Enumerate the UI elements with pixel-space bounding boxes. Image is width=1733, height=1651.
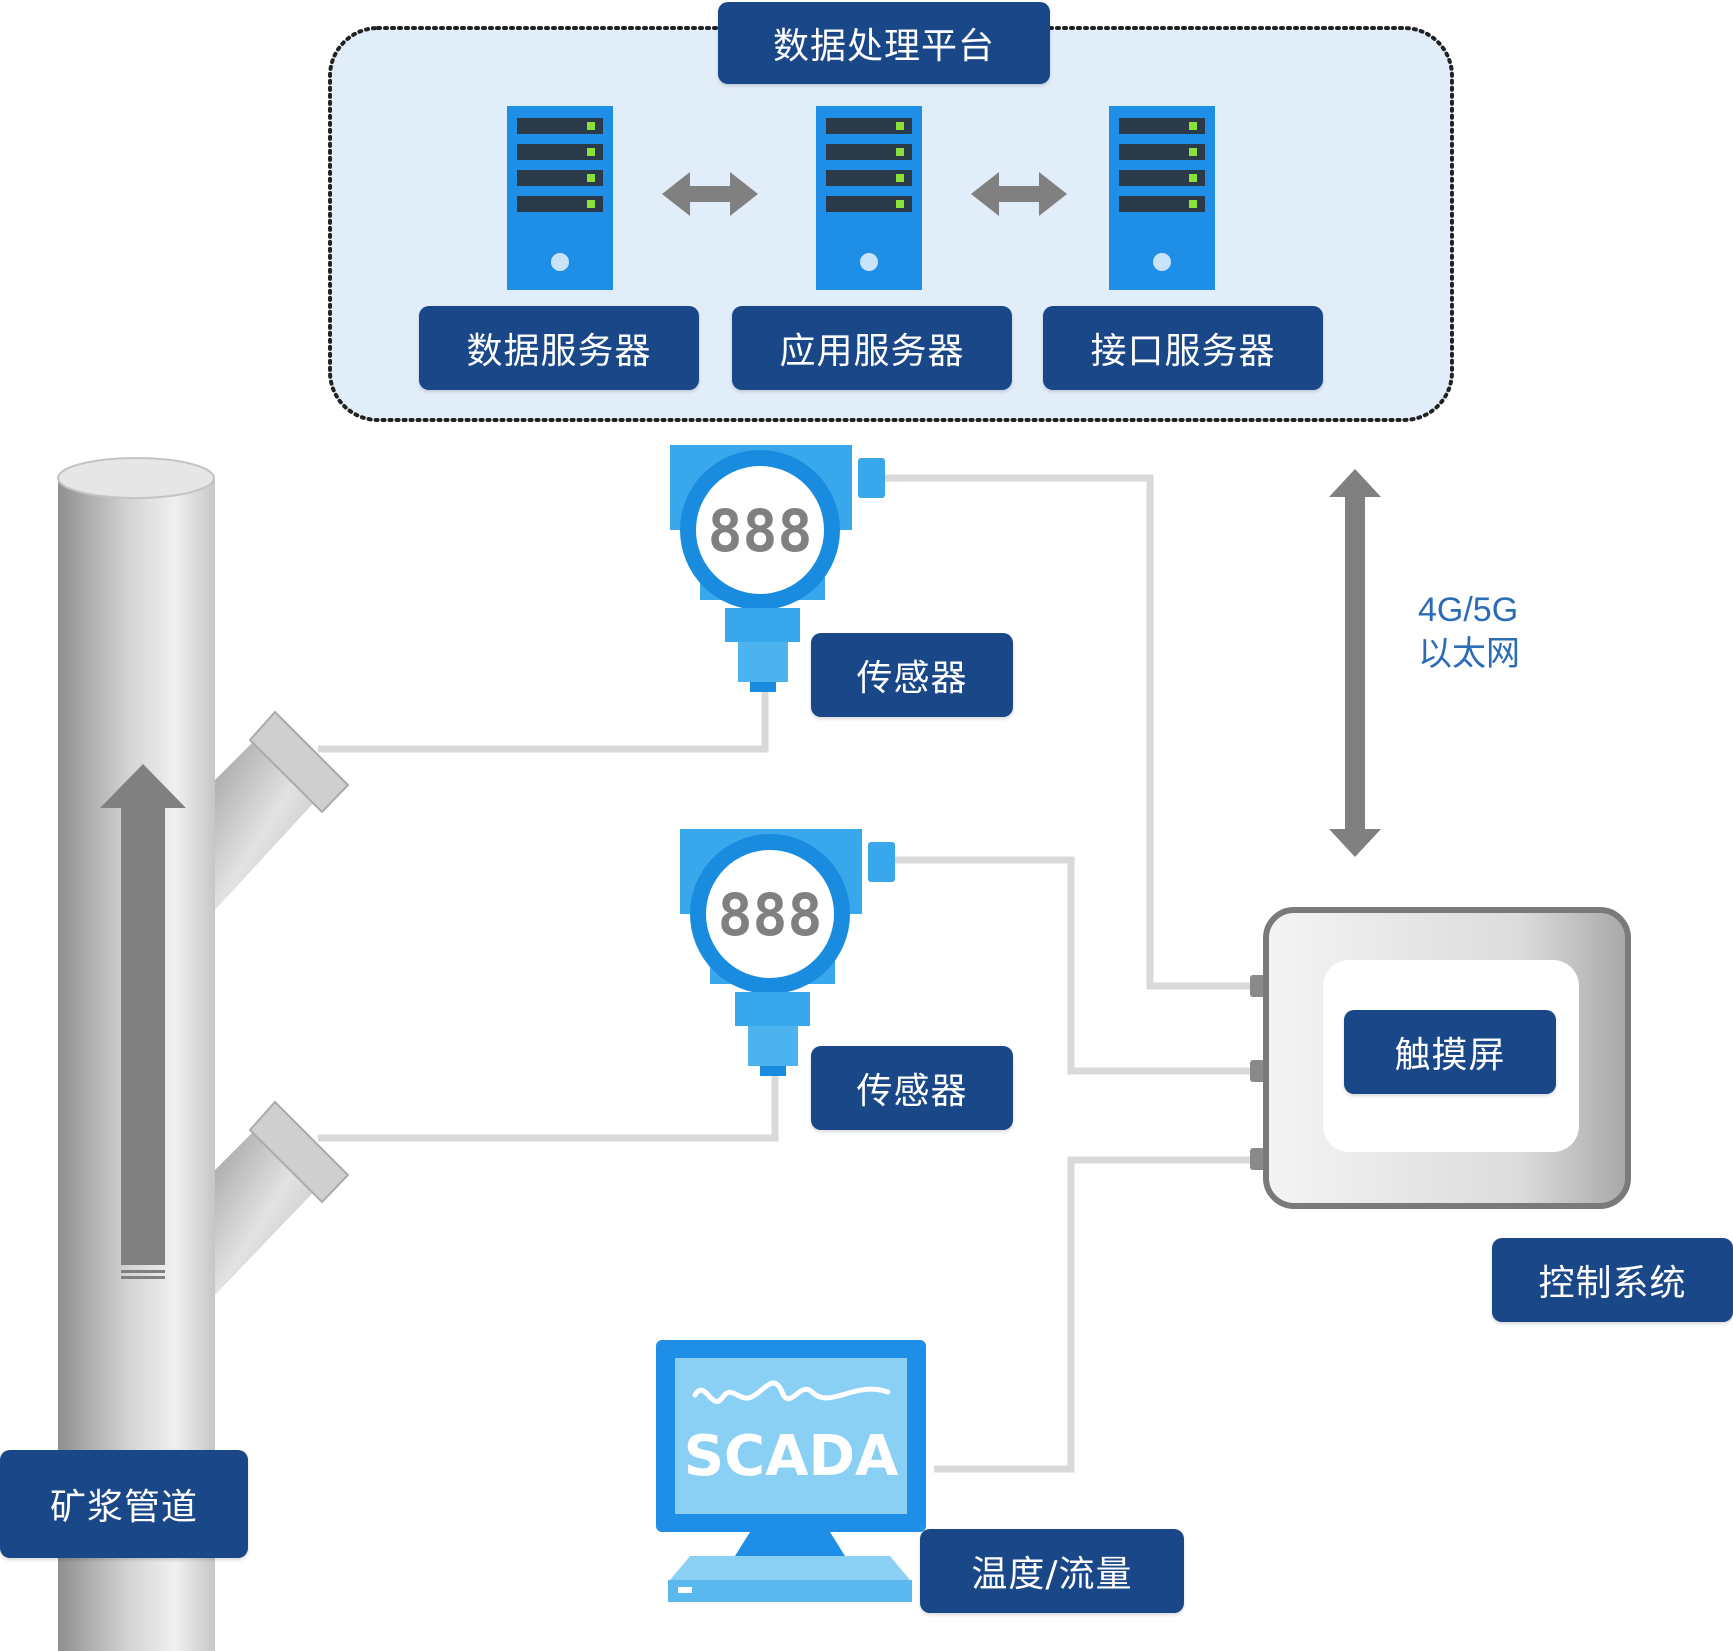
control-system-label: 控制系统 — [1492, 1238, 1733, 1322]
sensor-display: 888 — [708, 497, 813, 565]
sensor-display: 888 — [718, 881, 823, 949]
pipe-label: 矿浆管道 — [0, 1450, 248, 1558]
network-line-2: 以太网 — [1418, 635, 1520, 673]
connector-sensor1-pipe — [318, 690, 769, 753]
double-arrow-icon — [662, 172, 758, 216]
network-line-1: 4G/5G — [1418, 591, 1519, 629]
connector-sensor2-pipe — [318, 1074, 779, 1142]
server-label-interface: 接口服务器 — [1043, 306, 1323, 390]
platform-title: 数据处理平台 — [718, 2, 1050, 84]
sensor-label-2: 传感器 — [811, 1046, 1013, 1130]
connector-sensor2-control — [893, 856, 1252, 1075]
pipe-flange-upper — [248, 710, 350, 814]
sensor-device-icon — [670, 445, 885, 692]
double-arrow-icon — [971, 172, 1067, 216]
scada-label: 温度/流量 — [920, 1529, 1184, 1613]
sensor-device-icon — [680, 829, 895, 1076]
server-icon-data — [507, 106, 613, 290]
connector-scada-control — [934, 1156, 1252, 1473]
server-label-data: 数据服务器 — [419, 306, 699, 390]
waveform-icon — [692, 1380, 891, 1404]
vertical-double-arrow-icon — [1329, 469, 1381, 857]
scada-monitor-icon — [656, 1340, 926, 1602]
sensor-label-1: 传感器 — [811, 633, 1013, 717]
flow-up-arrow-icon — [100, 764, 186, 1265]
server-icon-application — [816, 106, 922, 290]
connector-sensor1-control — [883, 474, 1252, 990]
touchscreen-label: 触摸屏 — [1344, 1010, 1556, 1094]
pipe-flange-lower — [248, 1100, 350, 1204]
connector-lines — [318, 474, 1252, 1473]
server-label-application: 应用服务器 — [732, 306, 1012, 390]
scada-screen-text: SCADA — [684, 1424, 899, 1489]
server-icon-interface — [1109, 106, 1215, 290]
